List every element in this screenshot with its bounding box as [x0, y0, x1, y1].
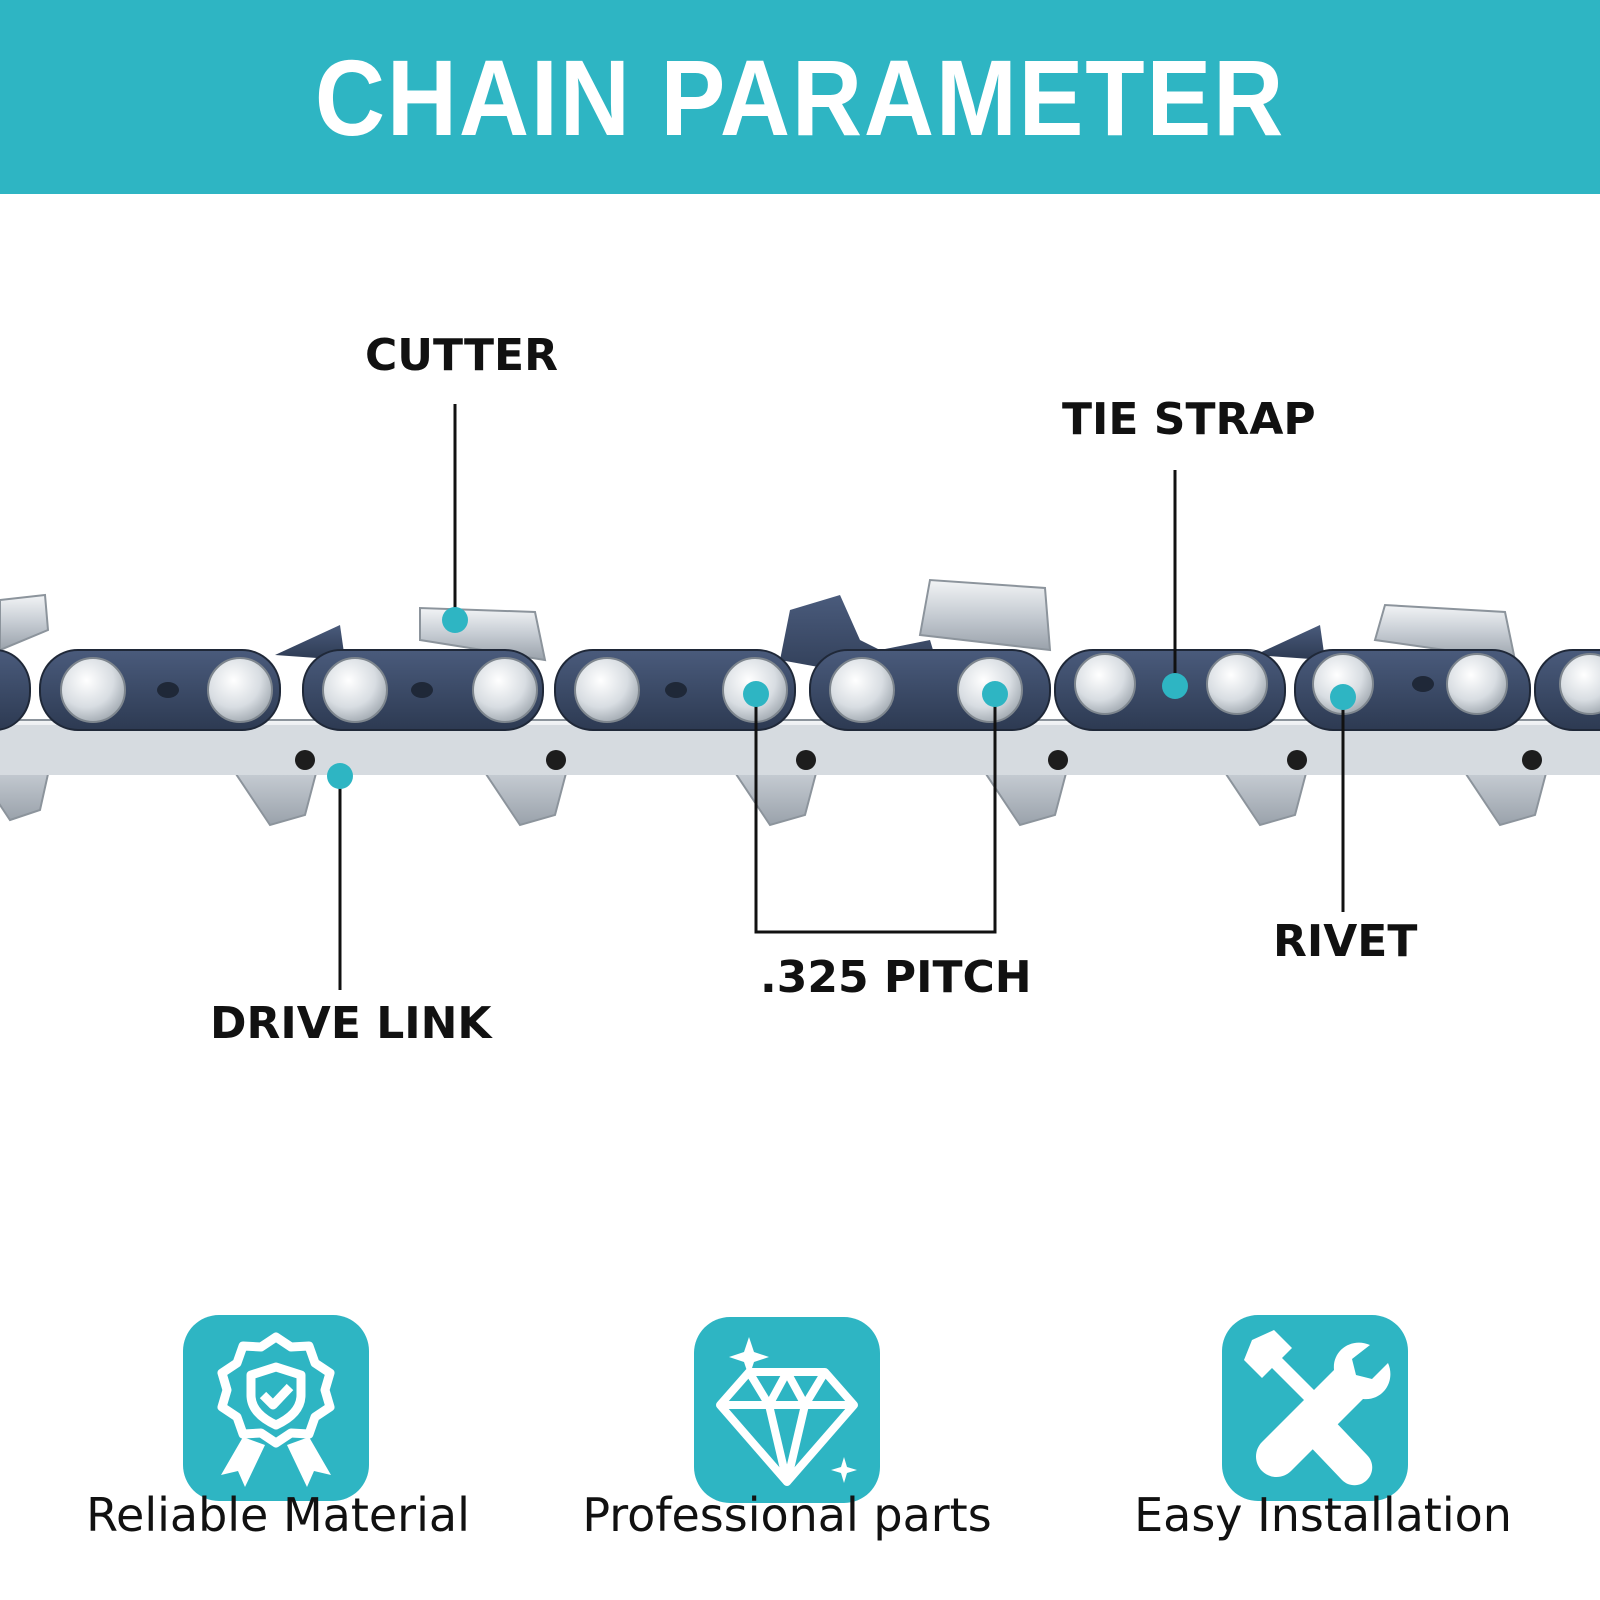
header-banner: CHAIN PARAMETER — [0, 0, 1600, 194]
page-title: CHAIN PARAMETER — [314, 36, 1286, 158]
drive-links — [0, 719, 1600, 827]
tie-strap-label: TIE STRAP — [1062, 394, 1316, 445]
cutter-dot — [442, 607, 468, 633]
cutter-label: CUTTER — [365, 330, 558, 381]
tie-strap-dot — [1162, 673, 1188, 699]
rivet-dot — [1330, 684, 1356, 710]
chain-illustration — [0, 404, 1600, 990]
callout-dots — [327, 607, 1356, 789]
feature-label-easy-installation: Easy Installation — [1134, 1488, 1512, 1542]
drive-link-label: DRIVE LINK — [210, 998, 492, 1049]
drive-link-dot — [327, 763, 353, 789]
plate-holes — [157, 676, 1434, 698]
pitch-dot-right — [982, 681, 1008, 707]
diamond-icon — [694, 1317, 880, 1503]
feature-label-professional-parts: Professional parts — [582, 1488, 992, 1542]
callout-lines — [338, 404, 1345, 990]
rivets — [60, 653, 1600, 723]
tools-icon — [1222, 1315, 1408, 1501]
award-badge-icon — [183, 1315, 369, 1501]
feature-label-reliable-material: Reliable Material — [86, 1488, 470, 1542]
rivet-label: RIVET — [1273, 916, 1418, 967]
pitch-dot-left — [743, 681, 769, 707]
pitch-label: .325 PITCH — [760, 952, 1032, 1003]
features-row: Reliable Material Professional parts — [0, 1300, 1600, 1600]
chain-diagram: CUTTER TIE STRAP DRIVE LINK .325 PITCH R… — [0, 194, 1600, 1294]
